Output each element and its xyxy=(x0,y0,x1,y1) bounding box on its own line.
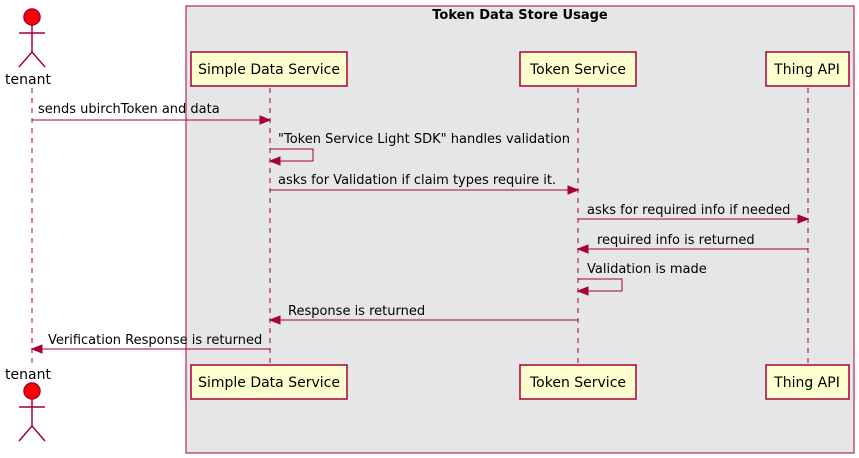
participant-token-service-top xyxy=(519,51,637,87)
actor-head-icon xyxy=(23,382,41,400)
message-label: asks for required info if needed xyxy=(587,203,790,218)
participant-label: Thing API xyxy=(773,375,840,391)
participant-token-service-bottom xyxy=(519,364,637,400)
arrowhead-icon xyxy=(797,214,810,224)
participant-simple-data-service-top xyxy=(190,51,348,87)
arrowhead-icon xyxy=(576,244,589,254)
participant-thing-api-top xyxy=(765,51,850,87)
message-label: Verification Response is returned xyxy=(48,333,262,348)
participant-label: Thing API xyxy=(773,62,840,78)
message-label: "Token Service Light SDK" handles valida… xyxy=(278,132,570,147)
tenant-actor-top xyxy=(18,8,46,68)
tenant-actor-bottom xyxy=(18,382,46,442)
message-label: required info is returned xyxy=(597,233,755,248)
arrowhead-icon xyxy=(268,315,281,325)
participant-label: Simple Data Service xyxy=(198,62,340,78)
message-label: sends ubirchToken and data xyxy=(38,102,220,117)
group-title: Token Data Store Usage xyxy=(432,8,608,23)
message-arrow xyxy=(270,148,314,162)
arrowhead-icon xyxy=(30,344,43,354)
participant-label: Simple Data Service xyxy=(198,375,340,391)
arrowhead-icon xyxy=(268,156,281,166)
message-label: asks for Validation if claim types requi… xyxy=(278,173,556,188)
actor-name-top: tenant xyxy=(5,72,51,88)
participant-thing-api-bottom xyxy=(765,364,850,400)
message-label: Validation is made xyxy=(587,262,707,277)
actor-name-bottom: tenant xyxy=(5,367,51,383)
actor-head-icon xyxy=(23,8,41,26)
message-arrow xyxy=(578,278,623,292)
participant-label: Token Service xyxy=(529,62,626,78)
arrowhead-icon xyxy=(259,115,272,125)
participant-simple-data-service-bottom xyxy=(190,364,348,400)
arrowhead-icon xyxy=(576,286,589,296)
message-label: Response is returned xyxy=(288,304,425,319)
participant-label: Token Service xyxy=(529,375,626,391)
arrowhead-icon xyxy=(567,185,580,195)
